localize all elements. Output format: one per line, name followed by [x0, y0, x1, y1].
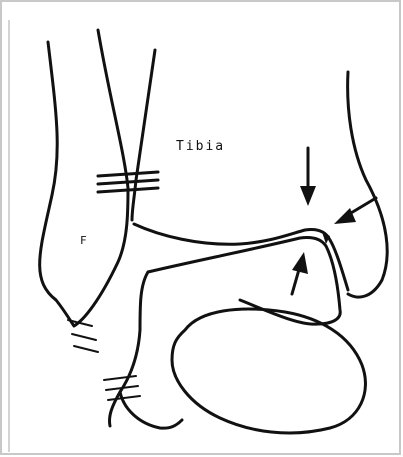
- arrow-up-head: [292, 252, 308, 274]
- fibula-label: F: [80, 234, 87, 247]
- hash-mark: [98, 172, 158, 176]
- medial-malleolus: [348, 72, 388, 297]
- hash-mark: [72, 334, 96, 340]
- talus-top: [148, 237, 340, 324]
- fibula-outline: [40, 30, 128, 326]
- hash-mark: [98, 188, 158, 192]
- hash-mark: [74, 346, 98, 352]
- hash-mark: [98, 180, 158, 184]
- tibia-shaft-lateral: [132, 50, 155, 220]
- arrow-down-head: [300, 186, 316, 206]
- tibia-label: Tibia: [176, 139, 225, 154]
- hash-mark: [104, 376, 136, 380]
- calcaneus-outline: [172, 309, 365, 433]
- tibia-plafond: [134, 224, 330, 244]
- talus-dome: [109, 272, 148, 426]
